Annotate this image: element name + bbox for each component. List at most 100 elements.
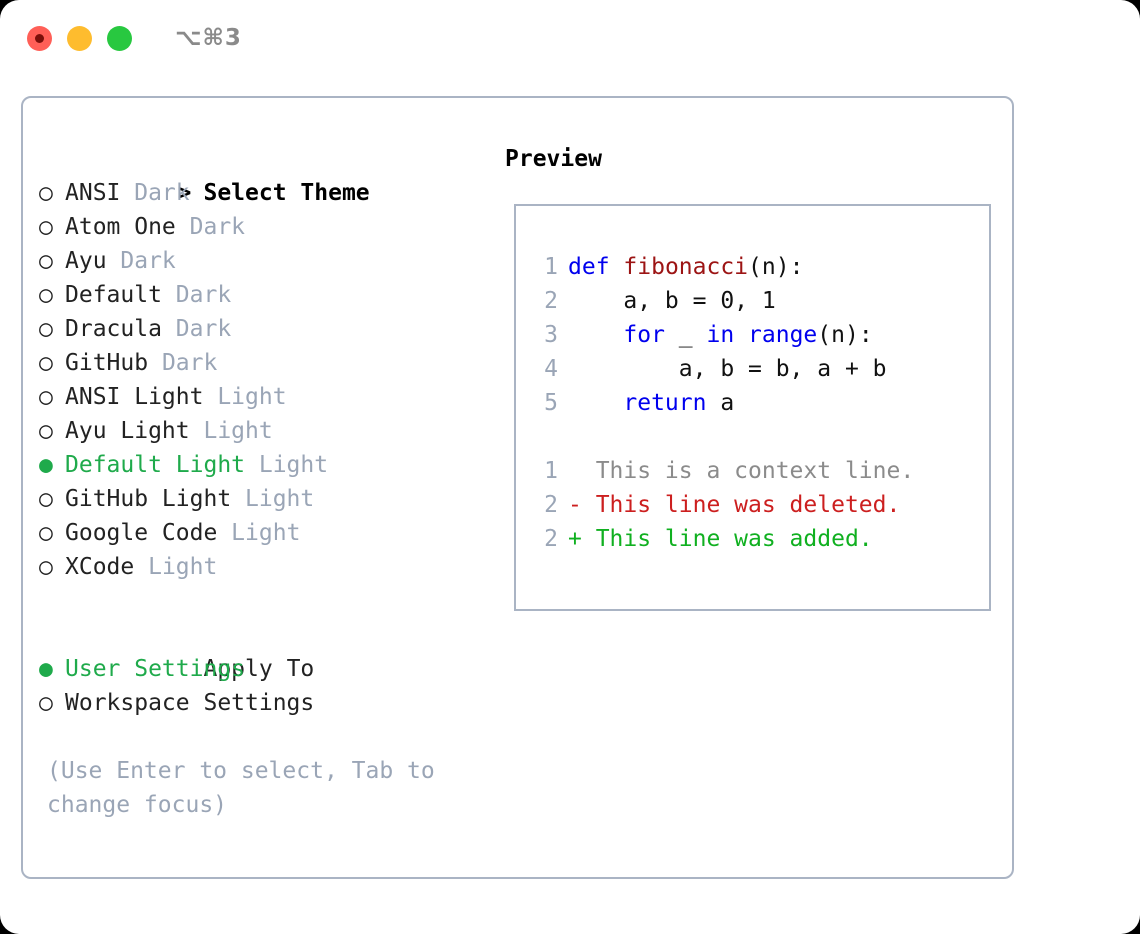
heading-caret-icon: > — [177, 180, 206, 206]
diff-text: This is a context line. — [568, 458, 915, 484]
diff-sample: 1 This is a context line. 2 - This line wa… — [532, 454, 989, 556]
radio-unselected-icon: ○ — [39, 350, 67, 376]
theme-option-8[interactable]: ● Default Light Light — [39, 448, 503, 482]
code-token: in — [706, 322, 735, 348]
line-number: 1 — [544, 458, 558, 484]
diff-line-0: 1 This is a context line. — [532, 454, 989, 488]
theme-option-variant-tag: Light — [217, 520, 301, 546]
radio-selected-icon: ● — [39, 452, 67, 478]
apply-to-list[interactable]: ● User Settings○ Workspace Settings — [39, 652, 503, 720]
theme-option-label: Dracula — [65, 316, 162, 342]
theme-option-variant-tag: Dark — [120, 180, 190, 206]
keyboard-hint-text: (Use Enter to select, Tab to change focu… — [47, 758, 449, 818]
select-theme-heading-label: Select Theme — [203, 180, 370, 206]
theme-option-2[interactable]: ○ Ayu Dark — [39, 244, 503, 278]
preview-column: Preview 1 def fibonacci (n): 2 a, b = 0, 1 3… — [503, 98, 1012, 877]
diff-line-2: 2+ This line was added. — [532, 522, 989, 556]
theme-option-5[interactable]: ○ GitHub Dark — [39, 346, 503, 380]
minimize-button[interactable] — [67, 25, 92, 51]
theme-option-label: XCode — [65, 554, 135, 580]
theme-option-variant-tag: Light — [203, 384, 287, 410]
theme-selection-column: > Select Theme ○ ANSI Dark○ Atom One Dar… — [23, 98, 503, 877]
theme-option-label: ANSI Light — [65, 384, 204, 410]
line-number: 3 — [544, 322, 558, 348]
line-number: 4 — [544, 356, 558, 382]
title-bar: ⌥⌘3 — [0, 0, 1140, 76]
radio-unselected-icon: ○ — [39, 690, 67, 716]
theme-picker-panel: > Select Theme ○ ANSI Dark○ Atom One Dar… — [21, 96, 1014, 879]
code-token: (n): — [817, 322, 873, 348]
theme-option-variant-tag: Light — [189, 418, 273, 444]
theme-option-7[interactable]: ○ Ayu Light Light — [39, 414, 503, 448]
hint-spacer — [39, 720, 503, 754]
theme-option-variant-tag: Dark — [161, 316, 232, 342]
radio-unselected-icon: ○ — [39, 180, 67, 206]
theme-option-label: Ayu — [65, 248, 107, 274]
apply-option-0[interactable]: ● User Settings — [39, 652, 503, 686]
radio-unselected-icon: ○ — [39, 554, 67, 580]
theme-list[interactable]: ○ ANSI Dark○ Atom One Dark○ Ayu Dark○ De… — [39, 176, 503, 584]
theme-option-variant-tag: Light — [245, 452, 329, 478]
theme-option-variant-tag: Dark — [148, 350, 218, 376]
code-token: range — [748, 322, 818, 348]
theme-option-4[interactable]: ○ Dracula Dark — [39, 312, 503, 346]
radio-unselected-icon: ○ — [39, 214, 67, 240]
code-line-1: 2 a, b = 0, 1 — [532, 284, 989, 318]
radio-unselected-icon: ○ — [39, 248, 67, 274]
theme-option-10[interactable]: ○ Google Code Light — [39, 516, 503, 550]
apply-option-label: Workspace Settings — [65, 690, 315, 716]
diff-text: - This line was deleted. — [568, 492, 901, 518]
radio-selected-icon: ● — [39, 656, 67, 682]
theme-option-11[interactable]: ○ XCode Light — [39, 550, 503, 584]
close-button[interactable] — [27, 25, 52, 51]
theme-option-3[interactable]: ○ Default Dark — [39, 278, 503, 312]
preview-heading: Preview — [505, 146, 602, 172]
theme-option-variant-tag: Dark — [175, 214, 246, 240]
theme-option-6[interactable]: ○ ANSI Light Light — [39, 380, 503, 414]
code-line-4: 5 return a — [532, 386, 989, 420]
code-token: _ — [664, 322, 707, 348]
theme-option-label: ANSI — [65, 180, 121, 206]
code-diff-spacer — [532, 420, 989, 454]
theme-option-label: Default Light — [65, 452, 246, 478]
code-line-3: 4 a, b = b, a + b — [532, 352, 989, 386]
code-token: for — [623, 322, 665, 348]
theme-option-1[interactable]: ○ Atom One Dark — [39, 210, 503, 244]
theme-option-label: GitHub — [65, 350, 149, 376]
radio-unselected-icon: ○ — [39, 384, 67, 410]
theme-option-label: Ayu Light — [65, 418, 190, 444]
theme-option-label: GitHub Light — [65, 486, 232, 512]
theme-option-label: Atom One — [65, 214, 176, 240]
theme-option-9[interactable]: ○ GitHub Light Light — [39, 482, 503, 516]
line-number: 2 — [544, 526, 558, 552]
radio-unselected-icon: ○ — [39, 418, 67, 444]
radio-unselected-icon: ○ — [39, 282, 67, 308]
apply-option-label: User Settings — [65, 656, 246, 682]
line-number: 2 — [544, 288, 558, 314]
theme-option-variant-tag: Light — [231, 486, 315, 512]
code-token — [568, 322, 623, 348]
zoom-button[interactable] — [107, 25, 132, 51]
code-token — [610, 254, 624, 280]
theme-option-label: Default — [65, 282, 162, 308]
line-number: 5 — [544, 390, 558, 416]
code-token: return — [623, 390, 707, 416]
apply-to-heading: Apply To — [39, 618, 503, 682]
theme-option-0[interactable]: ○ ANSI Dark — [39, 176, 503, 210]
apply-to-heading-label: Apply To — [203, 656, 315, 682]
code-token: def — [568, 254, 610, 280]
select-theme-heading: > Select Theme — [39, 142, 503, 206]
line-number: 2 — [544, 492, 558, 518]
code-token: fibonacci — [623, 254, 749, 280]
keyboard-shortcut-label: ⌥⌘3 — [175, 25, 242, 51]
code-token: a — [706, 390, 735, 416]
code-token: a, b = b, a + b — [568, 356, 887, 382]
preview-box: 1 def fibonacci (n): 2 a, b = 0, 1 3 for _ i… — [514, 204, 991, 611]
apply-option-1[interactable]: ○ Workspace Settings — [39, 686, 503, 720]
code-sample: 1 def fibonacci (n): 2 a, b = 0, 1 3 for _ i… — [532, 250, 989, 420]
section-spacer — [39, 584, 503, 618]
line-number: 1 — [544, 254, 558, 280]
diff-line-1: 2 - This line was deleted. — [532, 488, 989, 522]
